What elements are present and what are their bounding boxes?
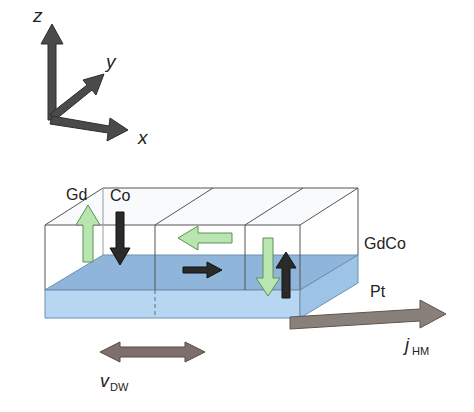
gd-moment-arrow [76, 205, 100, 262]
current-arrow [290, 300, 446, 329]
pt-side-face [300, 255, 358, 318]
element-label: Gd [66, 187, 87, 203]
divider [155, 188, 213, 225]
axes [41, 24, 128, 141]
edge [358, 188, 359, 255]
edge [103, 188, 104, 255]
x-axis-arrow [50, 116, 128, 141]
velocity-arrow [100, 342, 205, 362]
gd-moment-arrow [178, 226, 232, 250]
symbol-label: j [405, 336, 409, 354]
divider [155, 225, 156, 290]
divider [245, 225, 246, 290]
co-moment-arrow [110, 212, 130, 265]
y-axis-arrow [50, 74, 104, 120]
co-moment-arrow [276, 252, 296, 298]
subscript-label: HM [412, 346, 429, 357]
co-moment-arrow [183, 262, 222, 278]
dashed-line [155, 290, 156, 318]
z-axis-arrow [41, 24, 63, 120]
layer-label: Pt [370, 284, 385, 300]
axis-label: x [138, 128, 148, 147]
divider [245, 188, 303, 225]
axis-label: z [33, 6, 43, 25]
element-label: Co [110, 188, 130, 204]
edge [45, 225, 46, 290]
pt-front-face [45, 290, 300, 318]
axis-label: y [106, 52, 116, 71]
layer-label: GdCo [364, 236, 406, 252]
gdco-layer [45, 188, 358, 290]
subscript-label: DW [110, 382, 128, 393]
edge [300, 225, 301, 290]
symbol-label: v [100, 372, 109, 390]
